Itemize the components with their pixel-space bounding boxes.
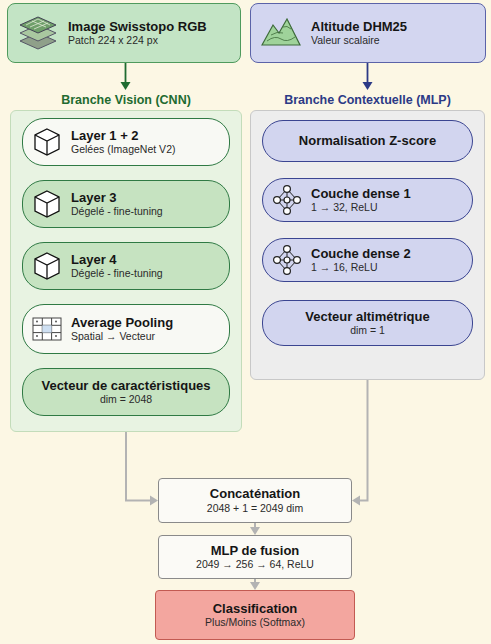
connector-line <box>125 63 127 83</box>
text-block: Vecteur altimétriquedim = 1 <box>271 309 464 338</box>
layer-box: Layer 1 + 2Gelées (ImageNet V2) <box>22 118 230 166</box>
fusion-box: MLP de fusion2049 → 256 → 64, ReLU <box>158 535 352 579</box>
box-subtitle: Valeur scalaire <box>311 34 477 47</box>
text-block: Layer 3Dégelé - fine-tuning <box>71 190 221 219</box>
text-block: ClassificationPlus/Moins (Softmax) <box>164 601 346 630</box>
box-title: Vecteur de caractéristiques <box>31 378 221 394</box>
layer-box: Layer 3Dégelé - fine-tuning <box>22 180 230 228</box>
box-title: Altitude DHM25 <box>311 19 477 35</box>
feature-box: Vecteur de caractéristiquesdim = 2048 <box>22 368 230 416</box>
connector <box>352 380 368 506</box>
cube-icon <box>31 250 63 282</box>
text-block: Image Swisstopo RGBPatch 224 x 224 px <box>68 19 232 48</box>
box-title: Classification <box>164 601 346 617</box>
cube-icon <box>31 188 63 220</box>
box-title: Layer 1 + 2 <box>71 128 221 144</box>
output-box: ClassificationPlus/Moins (Softmax) <box>155 590 355 640</box>
text-block: Average PoolingSpatial → Vecteur <box>71 315 221 344</box>
box-subtitle: dim = 1 <box>271 324 464 337</box>
box-subtitle: Gelées (ImageNet V2) <box>71 143 221 156</box>
branch-panel: Branche Contextuelle (MLP) Normalisation … <box>250 90 485 380</box>
connector <box>126 432 158 506</box>
box-title: Couche dense 2 <box>311 246 464 262</box>
text-block: Couche dense 11 → 32, ReLU <box>311 186 464 215</box>
box-subtitle: Plus/Moins (Softmax) <box>164 616 346 629</box>
box-subtitle: 2048 + 1 = 2049 dim <box>167 502 343 515</box>
box-subtitle: 1 → 32, ReLU <box>311 201 464 214</box>
arrowhead <box>250 582 260 590</box>
panel-heading: Branche Vision (CNN) <box>10 90 242 110</box>
panel-heading: Branche Contextuelle (MLP) <box>250 90 485 110</box>
connector-line <box>359 380 368 501</box>
box-subtitle: Dégelé - fine-tuning <box>71 267 221 280</box>
box-title: Image Swisstopo RGB <box>68 19 232 35</box>
net-icon <box>271 244 303 276</box>
pooling-box: Average PoolingSpatial → Vecteur <box>22 304 230 354</box>
box-title: Vecteur altimétrique <box>271 309 464 325</box>
box-subtitle: Patch 224 x 224 px <box>68 34 232 47</box>
text-block: Layer 4Dégelé - fine-tuning <box>71 252 221 281</box>
arrowhead <box>150 496 158 506</box>
dense-layer-box: Couche dense 11 → 32, ReLU <box>262 178 473 222</box>
input-box: Image Swisstopo RGBPatch 224 x 224 px <box>7 3 241 63</box>
text-block: MLP de fusion2049 → 256 → 64, ReLU <box>167 543 343 572</box>
connector <box>363 63 373 90</box>
box-title: Normalisation Z-score <box>271 133 464 149</box>
mnt-icon <box>259 11 303 55</box>
box-title: Concaténation <box>167 486 343 502</box>
img-icon <box>16 11 60 55</box>
connector <box>250 579 260 590</box>
vector-box: Vecteur altimétriquedim = 1 <box>262 300 473 346</box>
arrowhead <box>363 82 373 90</box>
grid-icon <box>31 313 63 345</box>
box-title: Average Pooling <box>71 315 221 331</box>
dense-layer-box: Couche dense 21 → 16, ReLU <box>262 238 473 282</box>
text-block: Layer 1 + 2Gelées (ImageNet V2) <box>71 128 221 157</box>
text-block: Normalisation Z-score <box>271 133 464 149</box>
text-block: Couche dense 21 → 16, ReLU <box>311 246 464 275</box>
branch-panel: Branche Vision (CNN) Layer 1 + 2Gelées (I… <box>10 90 242 432</box>
arrowhead <box>352 496 360 506</box>
box-subtitle: Dégelé - fine-tuning <box>71 205 221 218</box>
input-box: Altitude DHM25Valeur scalaire <box>250 3 486 63</box>
box-subtitle: 1 → 16, ReLU <box>311 261 464 274</box>
fusion-box: Concaténation2048 + 1 = 2049 dim <box>158 478 352 523</box>
net-icon <box>271 184 303 216</box>
connector-line <box>126 432 151 501</box>
box-title: Layer 3 <box>71 190 221 206</box>
box-title: Layer 4 <box>71 252 221 268</box>
cube-icon <box>31 126 63 158</box>
connector-line <box>367 63 369 83</box>
box-subtitle: dim = 2048 <box>31 393 221 406</box>
box-title: MLP de fusion <box>167 543 343 559</box>
box-subtitle: 2049 → 256 → 64, ReLU <box>167 558 343 571</box>
text-block: Vecteur de caractéristiquesdim = 2048 <box>31 378 221 407</box>
box-title: Couche dense 1 <box>311 186 464 202</box>
process-box: Normalisation Z-score <box>262 120 473 162</box>
arrowhead <box>121 82 131 90</box>
connector <box>250 523 260 535</box>
connector <box>121 63 131 90</box>
layer-box: Layer 4Dégelé - fine-tuning <box>22 242 230 290</box>
text-block: Concaténation2048 + 1 = 2049 dim <box>167 486 343 515</box>
box-subtitle: Spatial → Vecteur <box>71 330 221 343</box>
text-block: Altitude DHM25Valeur scalaire <box>311 19 477 48</box>
arrowhead <box>250 527 260 535</box>
